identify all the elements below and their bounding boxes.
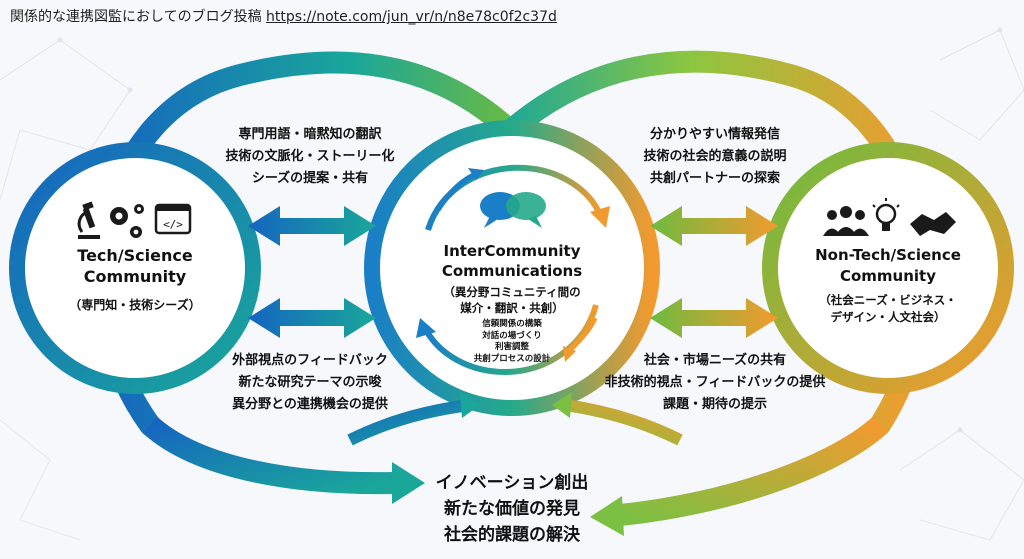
center-circle-title: InterCommunity Communications: [412, 241, 612, 281]
code-window-icon: </>: [154, 203, 192, 235]
svg-text:</>: </>: [163, 218, 183, 231]
right-subtitle-line: （社会ニーズ・ビジネス・: [819, 293, 957, 307]
outcome-line: 社会的課題の解決: [444, 525, 580, 545]
center-circle-subtitle: （異分野コミュニティ間の 媒介・翻訳・共創）: [412, 284, 612, 316]
center-subtitle-line: 媒介・翻訳・共創）: [460, 301, 564, 315]
gears-icon: [110, 204, 144, 238]
arrow-lower-right-head: [552, 392, 572, 418]
lightbulb-icon: [872, 198, 900, 231]
right-circle: [762, 142, 1014, 394]
inner-arc-bottom-right: [568, 316, 598, 352]
top-right-line: 共創パートナーの探索: [649, 171, 780, 186]
inner-arc-head-top-left: [468, 168, 484, 180]
arrow-left-upper: [248, 206, 376, 246]
center-detail-line: 共創プロセスの設計: [473, 353, 551, 364]
top-left-text: 専門用語・暗黙知の翻訳 技術の文脈化・ストーリー化 シーズの提案・共有: [200, 124, 420, 190]
header-label: 関係的な連携図監におしてのブログ投稿: [10, 9, 262, 25]
arrow-lower-left-head: [460, 392, 480, 418]
arrow-right-upper: [650, 206, 778, 246]
top-right-line: 技術の社会的意義の説明: [643, 149, 787, 164]
top-right-text: 分かりやすい情報発信 技術の社会的意義の説明 共創パートナーの探索: [605, 124, 825, 190]
header-url-link[interactable]: https://note.com/jun_vr/n/n8e78c0f2c37d: [266, 9, 557, 25]
big-arrow-left-to-outcome: [142, 416, 396, 495]
center-title-line: InterCommunity: [443, 242, 581, 260]
inner-cycle-arrowhead-top: [590, 206, 610, 228]
center-subtitle-line: （異分野コミュニティ間の: [443, 285, 581, 299]
network-background: [0, 27, 1024, 541]
page-header: 関係的な連携図監におしてのブログ投稿 https://note.com/jun_…: [10, 6, 557, 26]
center-detail-line: 信頼関係の構築: [482, 319, 542, 329]
big-arrow-right-to-outcome: [618, 416, 888, 526]
bottom-left-line: 新たな研究テーマの示唆: [238, 375, 382, 390]
center-detail-line: 利害調整: [494, 342, 529, 352]
people-icon: [823, 206, 869, 236]
inner-cycle-arrowhead-bottom: [416, 318, 436, 338]
left-title-line: Tech/Science: [77, 246, 193, 265]
arrow-right-lower: [650, 298, 778, 338]
big-arrow-right-head: [590, 496, 624, 536]
left-circle-subtitle: （専門知・技術シーズ）: [69, 298, 201, 312]
center-detail-line: 対話の場づくり: [482, 330, 542, 341]
arrow-lower-left-to-center: [347, 399, 471, 446]
bottom-left-line: 異分野との連携機会の提供: [232, 397, 388, 412]
left-circle: [9, 142, 261, 394]
center-circle-details: 信頼関係の構築 対話の場づくり 利害調整 共創プロセスの設計: [412, 319, 612, 365]
arrow-left-lower: [248, 298, 376, 338]
bottom-left-line: 外部視点のフィードバック: [232, 353, 388, 368]
top-left-line: 専門用語・暗黙知の翻訳: [238, 127, 382, 142]
right-circle-title: Non-Tech/Science Community: [788, 245, 988, 287]
arrow-lower-right-to-center: [564, 399, 683, 446]
left-circle-title: Tech/Science Community: [35, 245, 235, 287]
left-title-line: Community: [83, 267, 187, 286]
bottom-right-line: 課題・期待の提示: [662, 397, 767, 412]
bottom-right-line: 非技術的視点・フィードバックの提供: [604, 375, 826, 390]
microscope-icon: [77, 201, 100, 239]
right-subtitle-line: デザイン・人文社会）: [830, 310, 946, 324]
big-arrow-left-head: [392, 462, 425, 504]
right-circle-subtitle: （社会ニーズ・ビジネス・ デザイン・人文社会）: [788, 292, 988, 326]
top-left-line: 技術の文脈化・ストーリー化: [225, 149, 395, 164]
right-title-line: Non-Tech/Science: [815, 246, 961, 264]
inner-arc-head-bottom-right: [563, 346, 576, 362]
right-title-line: Community: [839, 267, 937, 285]
bottom-left-text: 外部視点のフィードバック 新たな研究テーマの示唆 異分野との連携機会の提供: [200, 350, 420, 416]
center-title-line: Communications: [441, 262, 583, 280]
handshake-icon: [910, 212, 956, 236]
top-left-line: シーズの提案・共有: [251, 171, 369, 186]
bottom-right-line: 社会・市場ニーズの共有: [643, 353, 787, 368]
outcome-line: 新たな価値の発見: [444, 499, 580, 519]
top-right-line: 分かりやすい情報発信: [649, 127, 780, 142]
speech-bubbles-icon: [480, 192, 546, 228]
outcome-text: イノベーション創出 新たな価値の発見 社会的課題の解決: [412, 470, 612, 548]
outcome-line: イノベーション創出: [435, 473, 589, 493]
bottom-right-text: 社会・市場ニーズの共有 非技術的視点・フィードバックの提供 課題・期待の提示: [590, 350, 840, 416]
